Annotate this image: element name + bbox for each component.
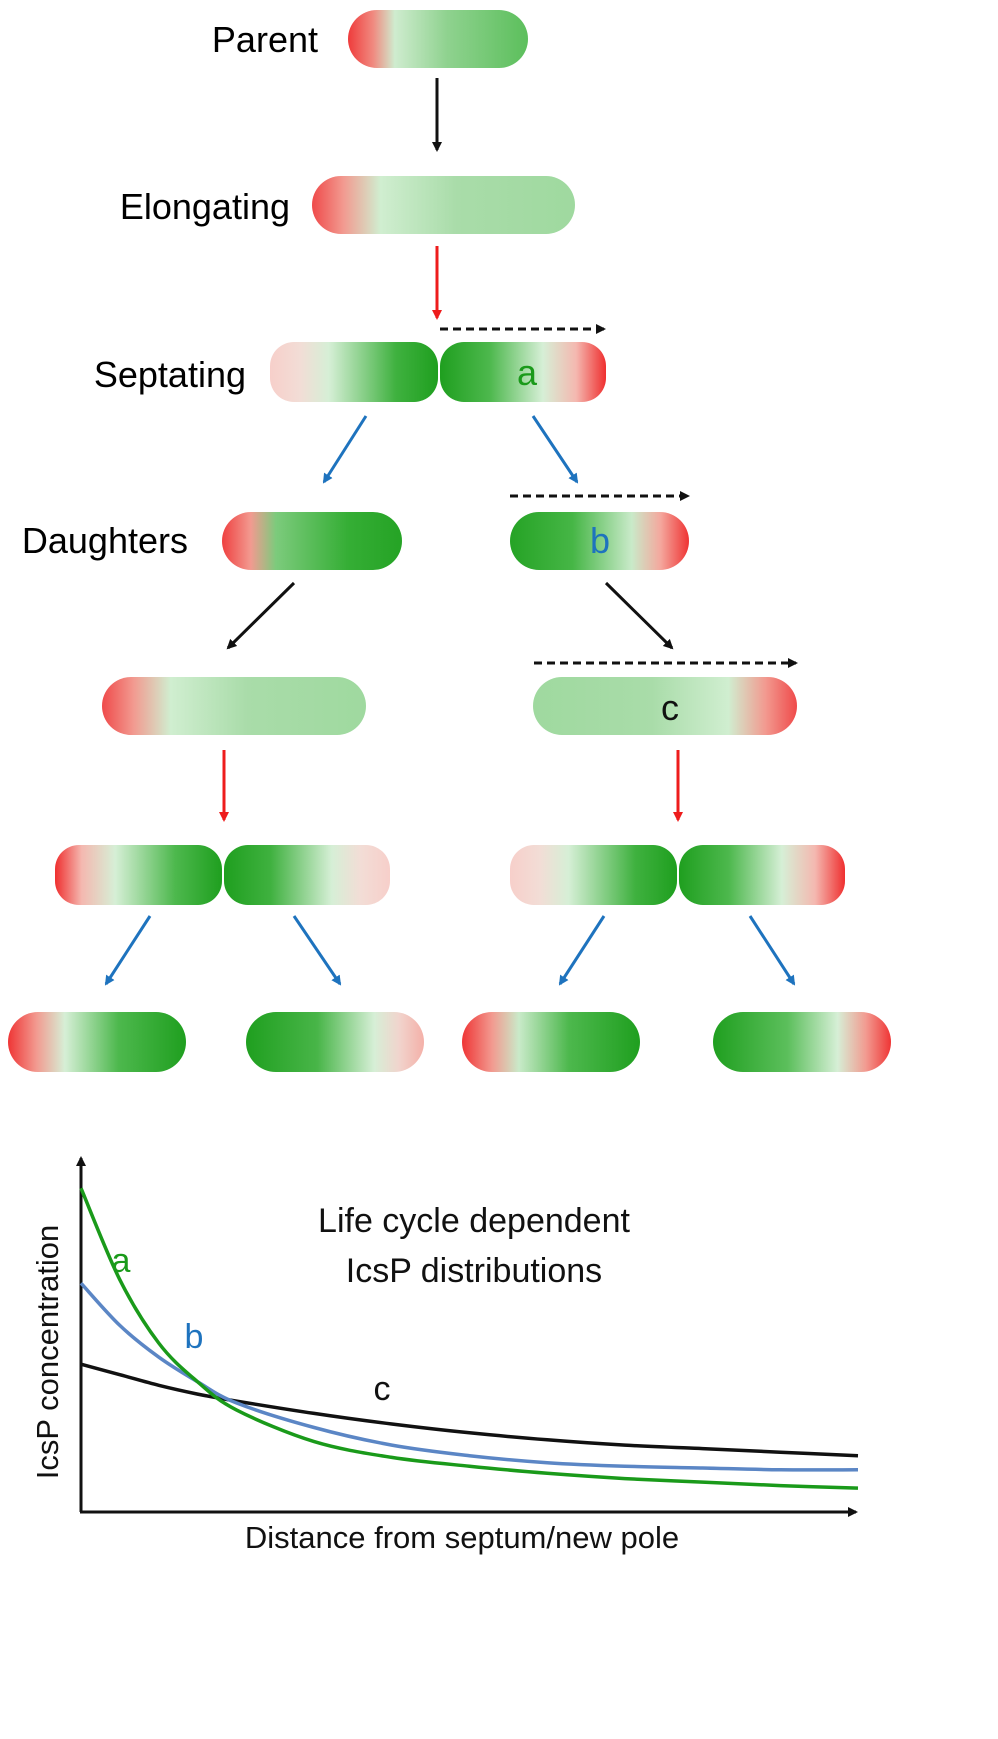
graph-title-line2: IcsP distributions: [346, 1252, 602, 1290]
septating-cell: [270, 342, 606, 402]
elongated-cell-right: [533, 677, 797, 735]
final-cell-4: [713, 1012, 891, 1072]
septating-to-left-daughter-arrow: [322, 415, 368, 484]
septating-to-right-daughter-arrow: [531, 415, 579, 484]
left-daughter-to-elongated-arrow: [226, 581, 296, 650]
graph-y-label: IcsP concentration: [30, 1225, 65, 1479]
daughter-cell-left: [222, 512, 402, 570]
septating-cell-left: [55, 845, 390, 905]
cell-letter-a: a: [517, 352, 538, 393]
stage-label-septating: Septating: [94, 354, 246, 395]
cell-letter-c: c: [661, 687, 679, 728]
parent-cell: [348, 10, 528, 68]
curve-label-a: a: [112, 1242, 131, 1280]
stage-label-parent: Parent: [212, 19, 318, 60]
final-cell-3: [462, 1012, 640, 1072]
stage-label-daughters: Daughters: [22, 520, 188, 561]
cell-letter-b: b: [590, 520, 610, 561]
curve-label-b: b: [185, 1318, 204, 1356]
split-arrow-1: [104, 915, 152, 986]
right-daughter-to-elongated-arrow: [604, 581, 674, 650]
curve-b: [79, 1282, 859, 1472]
graph-title-line1: Life cycle dependent: [318, 1202, 630, 1240]
split-arrow-3: [558, 915, 606, 986]
elongated-cell-left: [102, 677, 366, 735]
split-arrow-2: [292, 915, 342, 986]
icsp-distribution-graph: a b c Life cycle dependent IcsP distribu…: [30, 1156, 859, 1555]
final-cell-2: [246, 1012, 424, 1072]
graph-x-label: Distance from septum/new pole: [245, 1520, 679, 1555]
elongating-cell: [312, 176, 575, 234]
daughter-cell-right: [510, 512, 689, 570]
stage-label-elongating: Elongating: [120, 186, 290, 227]
curve-label-c: c: [374, 1370, 391, 1408]
final-cell-1: [8, 1012, 186, 1072]
septating-cell-right: [510, 845, 845, 905]
curve-c: [80, 1362, 859, 1458]
split-arrow-4: [748, 915, 796, 986]
curve-a: [79, 1187, 859, 1490]
